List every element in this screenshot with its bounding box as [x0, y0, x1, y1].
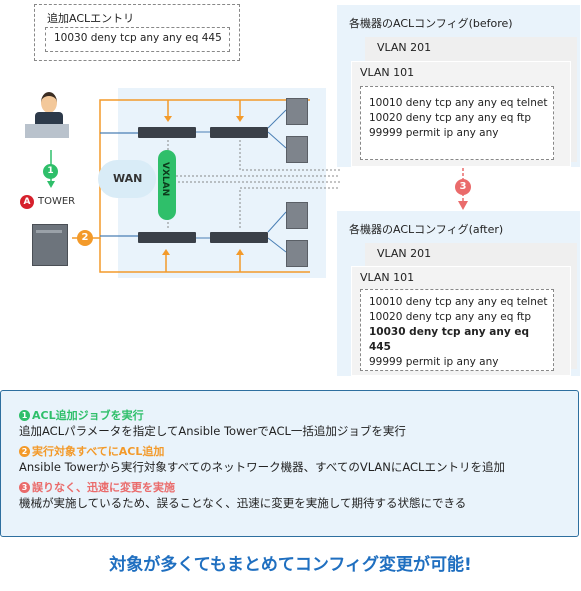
acl-entry-code: 10030 deny tcp any any eq 445: [54, 32, 222, 44]
step-body: Ansible Towerから実行対象すべてのネットワーク機器、すべてのVLAN…: [19, 460, 505, 474]
after-line-added: 10030 deny tcp any any eq 445: [369, 326, 529, 353]
server-icon: [286, 202, 308, 229]
after-code: 10010 deny tcp any any eq telnet 10020 d…: [369, 295, 553, 370]
step2-badge: 2: [77, 230, 93, 246]
vxlan-tunnel: [158, 150, 176, 220]
before-line: 10020 deny tcp any any eq ftp: [369, 112, 532, 124]
before-panel: 各機器のACLコンフィグ(before) VLAN 201 VLAN 101 1…: [337, 5, 580, 167]
acl-entry-title: 追加ACLエントリ: [47, 12, 135, 25]
after-title: 各機器のACLコンフィグ(after): [349, 223, 504, 236]
switch-icon: [210, 127, 268, 138]
step-number: 1: [19, 410, 30, 421]
switch-icon: [138, 232, 196, 243]
acl-entry-code-box: 10030 deny tcp any any eq 445: [45, 27, 230, 52]
before-line: 10010 deny tcp any any eq telnet: [369, 97, 548, 109]
before-vlan-back-label: VLAN 201: [377, 41, 432, 54]
after-vlan-back-label: VLAN 201: [377, 247, 432, 260]
after-panel: 各機器のACLコンフィグ(after) VLAN 201 VLAN 101 10…: [337, 211, 580, 376]
before-title: 各機器のACLコンフィグ(before): [349, 17, 513, 30]
after-vlan-front-label: VLAN 101: [360, 271, 415, 284]
before-code-box: 10010 deny tcp any any eq telnet 10020 d…: [360, 86, 554, 160]
server-icon: [286, 98, 308, 125]
step-body: 追加ACLパラメータを指定してAnsible TowerでACL一括追加ジョブを…: [19, 424, 406, 438]
server-icon: [286, 136, 308, 163]
after-vlan-front: VLAN 101 10010 deny tcp any any eq telne…: [351, 266, 571, 376]
before-vlan-front: VLAN 101 10010 deny tcp any any eq telne…: [351, 61, 571, 167]
step-body: 機械が実施しているため、誤ることなく、迅速に変更を実施して期待する状態にできる: [19, 496, 467, 510]
after-line: 10020 deny tcp any any eq ftp: [369, 311, 532, 323]
wan-label: WAN: [113, 172, 143, 185]
step-number: 3: [19, 482, 30, 493]
switch-icon: [210, 232, 268, 243]
user-icon: [25, 92, 69, 138]
server-icon: [286, 240, 308, 267]
before-line: 99999 permit ip any any: [369, 127, 499, 139]
vxlan-label: VXLAN: [160, 162, 170, 197]
ansible-logo-icon: A: [20, 195, 34, 209]
step3-badge: 3: [455, 179, 471, 195]
tower-server-side: [36, 230, 62, 233]
tagline: 対象が多くてもまとめてコンフィグ変更が可能!: [109, 555, 472, 575]
after-code-box: 10010 deny tcp any any eq telnet 10020 d…: [360, 289, 554, 371]
before-code: 10010 deny tcp any any eq telnet 10020 d…: [369, 96, 547, 141]
switch-icon: [138, 127, 196, 138]
wan-cloud-icon: [98, 160, 156, 198]
step1-badge: 1: [43, 164, 58, 179]
tower-label: TOWER: [38, 196, 76, 207]
before-vlan-front-label: VLAN 101: [360, 66, 415, 79]
acl-entry-box: 追加ACLエントリ 10030 deny tcp any any eq 445: [34, 4, 240, 61]
step-number: 2: [19, 446, 30, 457]
after-line: 99999 permit ip any any: [369, 356, 499, 368]
after-line: 10010 deny tcp any any eq telnet: [369, 296, 548, 308]
